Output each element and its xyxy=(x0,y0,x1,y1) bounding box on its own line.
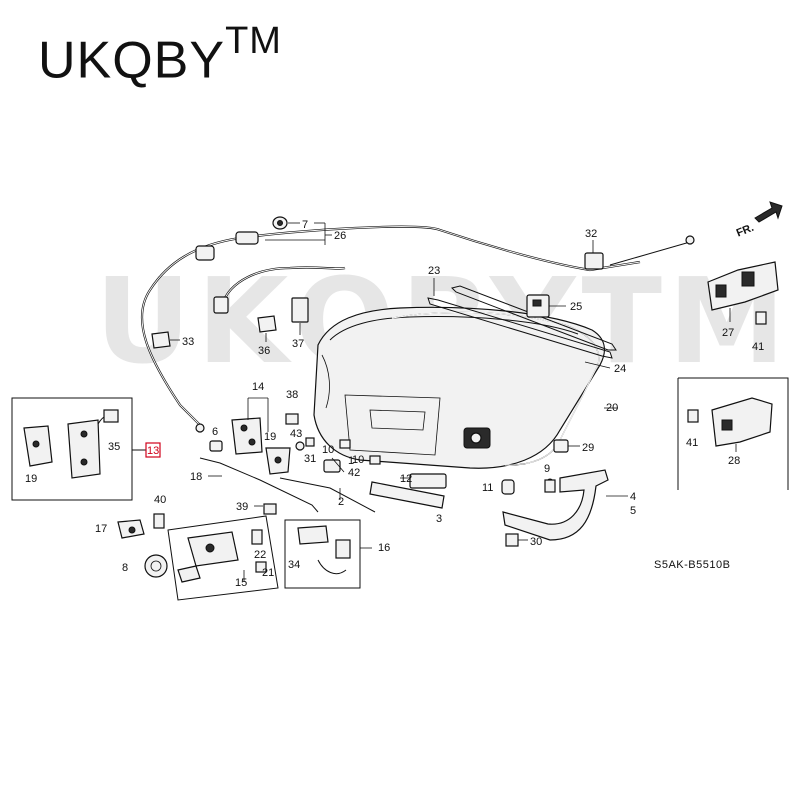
callout-16: 16 xyxy=(378,542,390,554)
latch-inset-box-28 xyxy=(677,377,789,490)
callout-42: 42 xyxy=(348,467,360,479)
callout-33: 33 xyxy=(182,336,194,348)
callout-8: 8 xyxy=(122,562,128,574)
trunk-lid xyxy=(313,306,618,469)
callout-2: 2 xyxy=(338,496,344,508)
callout-17: 17 xyxy=(95,523,107,535)
latch-inset-box xyxy=(11,397,148,501)
callout-10a: 10 xyxy=(322,444,334,456)
front-direction-label: FR. xyxy=(735,222,756,240)
opener-cable xyxy=(140,225,695,433)
bolt-38 xyxy=(285,413,299,425)
nut-6 xyxy=(209,440,223,452)
callout-38: 38 xyxy=(286,389,298,401)
cylinder-inset-box-15 xyxy=(167,515,279,601)
callout-31: 31 xyxy=(304,453,316,465)
cable-clip-33 xyxy=(151,331,180,349)
callout-18: 18 xyxy=(190,471,202,483)
callout-13: 13 xyxy=(147,445,159,457)
garnish-12 xyxy=(400,473,447,489)
pad-37 xyxy=(291,297,309,335)
callout-25: 25 xyxy=(570,301,582,313)
hinge-4-5 xyxy=(502,469,628,541)
bolt-30 xyxy=(505,533,528,547)
callout-6: 6 xyxy=(212,426,218,438)
callout-20: 20 xyxy=(606,402,618,414)
callout-5: 5 xyxy=(630,505,636,517)
callout-7: 7 xyxy=(302,219,308,231)
cable-clip-36 xyxy=(257,315,277,342)
bolt-39 xyxy=(254,503,277,515)
nut-43 xyxy=(295,441,305,451)
bolt-40 xyxy=(153,513,165,529)
rod-2 xyxy=(279,477,376,513)
callout-35: 35 xyxy=(108,441,120,453)
callout-26: 26 xyxy=(334,230,346,242)
callout-10b: 10 xyxy=(352,454,364,466)
callout-19a: 19 xyxy=(25,473,37,485)
callout-12: 12 xyxy=(400,473,412,485)
callout-41b: 41 xyxy=(686,437,698,449)
callout-19b: 19 xyxy=(264,431,276,443)
callout-41a: 41 xyxy=(752,341,764,353)
clip-31 xyxy=(305,437,315,447)
callout-23: 23 xyxy=(428,265,440,277)
callout-40: 40 xyxy=(154,494,166,506)
grommet-8 xyxy=(144,554,168,578)
callout-28: 28 xyxy=(728,455,740,467)
cable-clip-32 xyxy=(584,240,604,270)
garnish-3 xyxy=(369,481,445,509)
clip-9 xyxy=(544,479,556,493)
callout-30: 30 xyxy=(530,536,542,548)
callout-36: 36 xyxy=(258,345,270,357)
support-rods-23 xyxy=(427,278,617,359)
brand-logo: UKQBYTM xyxy=(38,20,282,90)
callout-3: 3 xyxy=(436,513,442,525)
callout-29: 29 xyxy=(582,442,594,454)
switch-25 xyxy=(526,294,566,318)
bumper-11 xyxy=(501,479,515,495)
callout-37: 37 xyxy=(292,338,304,350)
callout-39: 39 xyxy=(236,501,248,513)
callout-32: 32 xyxy=(585,228,597,240)
callout-14: 14 xyxy=(252,381,264,393)
latch-assembly-14 xyxy=(231,397,291,475)
callout-43: 43 xyxy=(290,428,302,440)
callout-24: 24 xyxy=(614,363,626,375)
callout-4: 4 xyxy=(630,491,636,503)
bracket-17 xyxy=(117,519,145,539)
callout-1: 1 xyxy=(348,455,354,467)
latch-assembly-27 xyxy=(707,261,779,322)
bolt-41a xyxy=(755,311,767,325)
callout-34: 34 xyxy=(288,559,300,571)
clip-10a xyxy=(339,439,351,449)
callout-22: 22 xyxy=(254,549,266,561)
callout-9: 9 xyxy=(544,463,550,475)
rod-18 xyxy=(199,457,319,513)
highlight-box-13 xyxy=(145,442,161,458)
callout-21: 21 xyxy=(262,567,274,579)
front-direction-arrow xyxy=(754,201,783,223)
bolt-42 xyxy=(323,457,345,473)
callout-15: 15 xyxy=(235,577,247,589)
bolt-29 xyxy=(553,439,580,453)
switch-inset-box-16 xyxy=(284,519,372,589)
callout-11: 11 xyxy=(482,482,493,494)
callout-27: 27 xyxy=(722,327,734,339)
diagram-code: S5AK-B5510B xyxy=(654,559,730,571)
clip-10b xyxy=(369,455,381,465)
cable-end-fitting-7 xyxy=(265,216,332,245)
